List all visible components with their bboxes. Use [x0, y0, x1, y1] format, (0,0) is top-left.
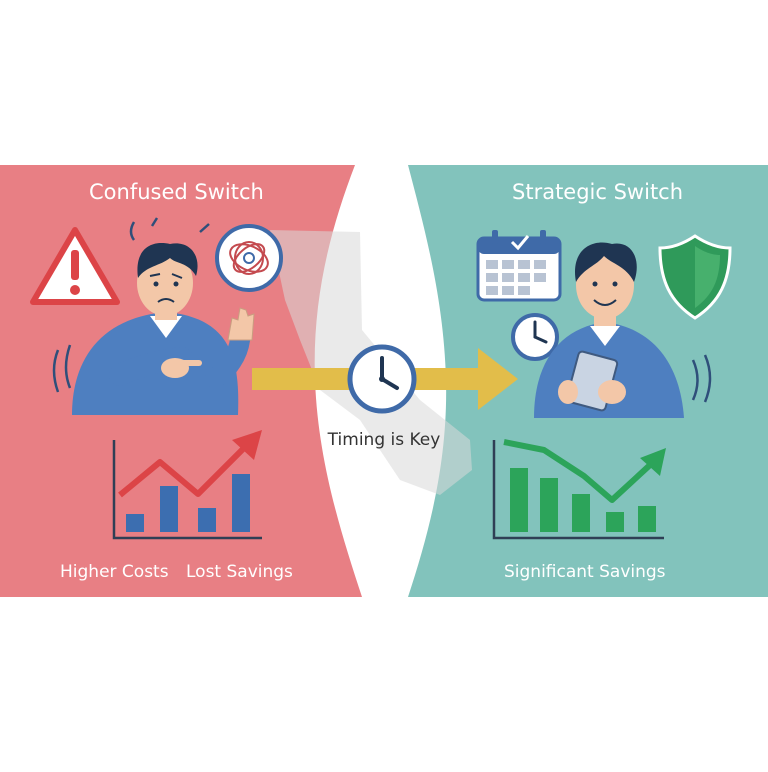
- right-chart-trend-line: [503, 439, 653, 503]
- calendar-icon: [476, 230, 562, 302]
- chart-bar: [606, 512, 624, 532]
- center-caption: Timing is Key: [327, 430, 441, 450]
- chart-bar: [540, 478, 558, 532]
- confused-person-illustration: [52, 217, 255, 415]
- left-chart-bars: [126, 474, 250, 532]
- chart-bar: [126, 514, 144, 532]
- right-chart-axes: [492, 440, 664, 540]
- chart-bar: [572, 494, 590, 532]
- shield-icon: [658, 234, 732, 320]
- chart-bar: [638, 506, 656, 532]
- confident-person-illustration: [534, 242, 712, 418]
- right-chart-bars: [510, 468, 656, 532]
- chart-bar: [198, 508, 216, 532]
- left-chart-axes: [112, 440, 262, 540]
- left-chart-trend-line: [118, 445, 247, 498]
- tangled-thoughts-icon: [215, 224, 283, 292]
- right-chart-arrowhead: [640, 448, 666, 476]
- chart-bar: [510, 468, 528, 532]
- clock-icon: [347, 344, 417, 414]
- chart-bar: [160, 486, 178, 532]
- small-clock-icon: [511, 313, 559, 361]
- warning-icon: [30, 227, 120, 305]
- left-caption-costs: Higher Costs: [60, 562, 169, 582]
- left-panel-title: Confused Switch: [89, 180, 264, 204]
- right-caption: Significant Savings: [504, 562, 666, 582]
- right-chart: [492, 439, 666, 540]
- left-chart-arrowhead: [232, 430, 262, 460]
- left-caption-savings: Lost Savings: [186, 562, 293, 582]
- right-panel-title: Strategic Switch: [512, 180, 684, 204]
- chart-bar: [232, 474, 250, 532]
- left-chart: [112, 430, 262, 540]
